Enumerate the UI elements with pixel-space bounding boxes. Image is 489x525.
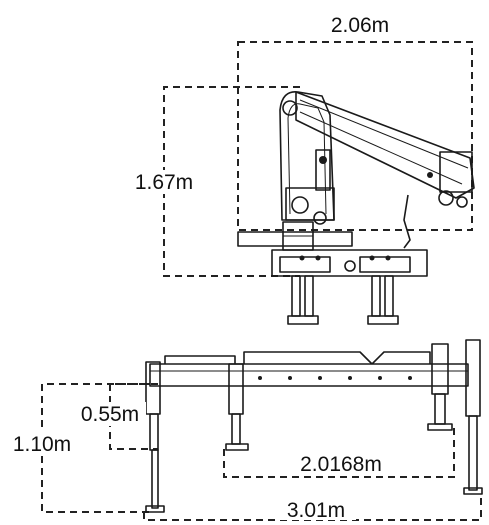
side-height-label: 1.67m	[135, 171, 193, 194]
leg-long-label: 1.10m	[13, 433, 71, 456]
right-inner-leg	[427, 343, 453, 431]
stabiliser-legs	[287, 275, 399, 325]
crane-column	[279, 91, 335, 225]
right-outer-leg	[463, 339, 483, 495]
leg-short-label: 0.55m	[81, 403, 139, 426]
dimension-labels: 2.06m 1.67m 0.55m 1.10m 2.0168m 3.01m	[6, 14, 398, 522]
left-outer-leg	[145, 361, 165, 513]
crane-front-view	[41, 339, 483, 521]
side-width-label: 2.06m	[331, 14, 389, 37]
crane-boom	[295, 91, 475, 249]
side-view-dimension-lines	[163, 41, 473, 277]
crane-side-view	[163, 41, 475, 325]
left-inner-leg	[225, 363, 249, 451]
stabiliser-beam	[149, 351, 469, 387]
inner-span-label: 2.0168m	[300, 453, 382, 476]
outer-span-label: 3.01m	[287, 499, 345, 522]
crane-base	[237, 221, 428, 277]
